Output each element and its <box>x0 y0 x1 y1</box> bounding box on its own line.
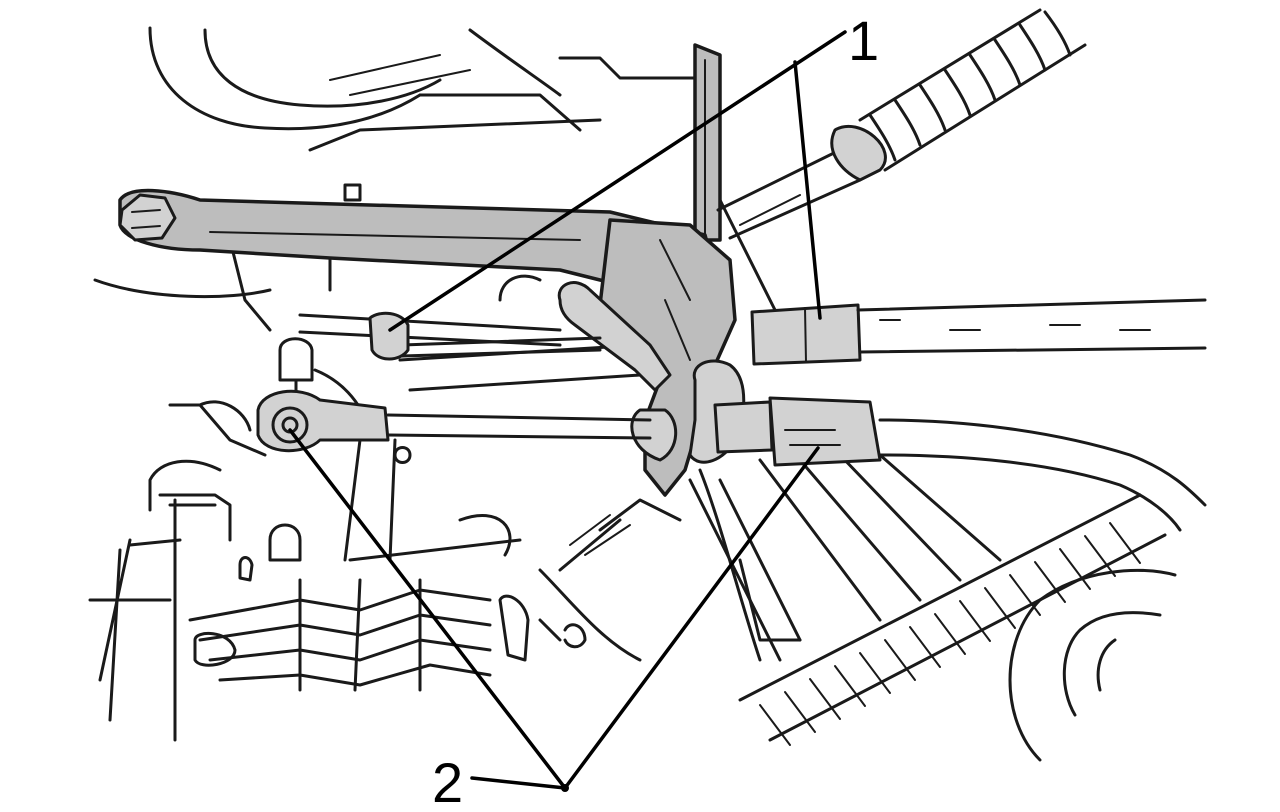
upper-link-rod <box>278 311 602 407</box>
upper-cable-boot-ribs <box>868 10 1072 162</box>
leader-2-dot <box>561 784 569 792</box>
leader-1-b <box>793 60 822 320</box>
pivot-bolt <box>118 193 177 242</box>
callout-1-label: 1 <box>848 9 879 72</box>
support-plate <box>693 43 722 242</box>
callout-2-label: 2 <box>432 751 463 812</box>
leader-2-tail <box>470 776 567 790</box>
lower-link-rod <box>256 389 652 453</box>
leader-2-b <box>563 446 820 790</box>
leader-1-a <box>388 30 847 332</box>
upper-cable <box>716 8 1087 240</box>
leader-2-a <box>288 428 567 790</box>
shift-cable <box>713 396 1207 532</box>
lower-right-assembly <box>738 493 1177 762</box>
callout-leaders <box>288 30 847 792</box>
duct-ribs <box>759 522 1141 746</box>
select-cable <box>750 298 1207 366</box>
